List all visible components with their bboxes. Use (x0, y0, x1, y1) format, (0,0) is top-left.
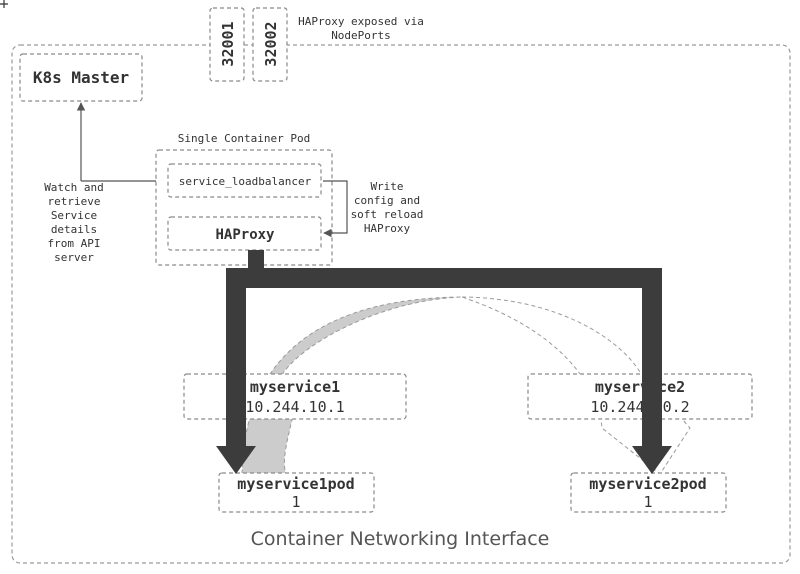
nodeport-caption-line1: HAProxy exposed via (298, 15, 424, 28)
nodeport-32001-box (209, 7, 245, 82)
service1-name: myservice1 (250, 378, 340, 396)
k8s-master-box (19, 53, 143, 102)
service1-pod-count: 1 (291, 493, 300, 511)
haproxy-label: HAProxy (215, 227, 275, 243)
nodeport-32002-label: 32002 (262, 21, 280, 66)
haproxy-traffic-arrow (216, 250, 672, 474)
watch-label-line2: retrieve (48, 195, 101, 208)
service1-pod-arrowhead (216, 446, 256, 474)
write-config-arrow (323, 180, 348, 238)
write-label-line1: Write (370, 180, 403, 193)
service2-box (527, 373, 753, 420)
service2-pod-arrowhead (632, 446, 672, 474)
write-label-line4: HAProxy (364, 222, 411, 235)
service2-flow-band (461, 296, 691, 475)
haproxy-traffic-left-shaft (226, 268, 246, 448)
write-label-line2: config and (354, 194, 420, 207)
haproxy-traffic-horizontal (226, 268, 662, 288)
service1-ip: 10.244.10.1 (245, 398, 344, 416)
watch-label-line5: from API (48, 237, 101, 250)
service2-pod-count: 1 (643, 493, 652, 511)
service2-name: myservice2 (595, 378, 685, 396)
haproxy-traffic-stub (248, 250, 264, 272)
service-loadbalancer-box (167, 163, 322, 198)
write-label-line3: soft reload (351, 208, 424, 221)
service2-pod-box (570, 472, 727, 513)
service2-ip: 10.244.10.2 (590, 398, 689, 416)
haproxy-box (167, 216, 322, 251)
corner-plus-icon (0, 0, 8, 8)
service-loadbalancer-label: service_loadbalancer (179, 175, 312, 188)
service1-flow-band (241, 296, 463, 475)
cluster-label: Container Networking Interface (251, 528, 550, 550)
watch-label-line6: server (54, 251, 94, 264)
k8s-master-label: K8s Master (33, 68, 129, 87)
nodeport-caption-line2: NodePorts (331, 29, 391, 42)
pod-title: Single Container Pod (178, 132, 310, 145)
service2-pod-name: myservice2pod (589, 475, 706, 493)
service1-pod-name: myservice1pod (237, 475, 354, 493)
watch-label-line1: Watch and (44, 181, 104, 194)
haproxy-traffic-right-shaft (642, 268, 662, 448)
watch-label-line3: Service (51, 209, 97, 222)
watch-label-line4: details (51, 223, 97, 236)
nodeport-32002-box (252, 7, 288, 82)
service1-pod-box (218, 472, 375, 513)
nodeport-32001-label: 32001 (219, 21, 237, 66)
